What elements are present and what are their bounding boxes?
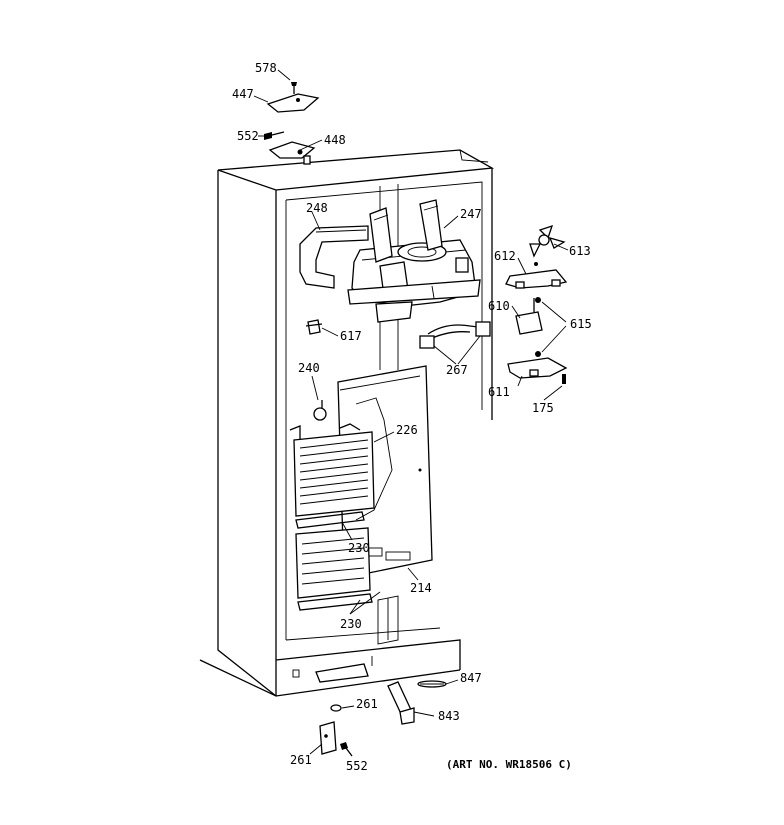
callout-612: 612 (494, 249, 516, 263)
callout-552-bottom: 552 (346, 759, 368, 773)
condenser-fan-assembly (505, 224, 568, 384)
callout-615: 615 (570, 317, 592, 331)
leader-lines (253, 69, 569, 755)
callout-552-top: 552 (237, 129, 259, 143)
callout-843: 843 (438, 709, 460, 723)
art-number: (ART NO. WR18506 C) (446, 758, 572, 771)
callout-617: 617 (340, 329, 362, 343)
callout-448: 448 (324, 133, 346, 147)
callout-610: 610 (488, 299, 510, 313)
fan-shroud-247 (347, 199, 481, 323)
callout-611: 611 (488, 385, 510, 399)
callout-230-lower: 230 (340, 617, 362, 631)
callout-613: 613 (569, 244, 591, 258)
clip-617 (305, 319, 323, 335)
callout-447: 447 (232, 87, 254, 101)
callout-226: 226 (396, 423, 418, 437)
air-duct-248 (299, 225, 369, 289)
callout-261-upper: 261 (356, 697, 378, 711)
defrost-heater-230 (295, 511, 373, 611)
callout-248: 248 (306, 201, 328, 215)
top-hardware (264, 82, 320, 165)
callout-214: 214 (410, 581, 432, 595)
callout-247: 247 (460, 207, 482, 221)
wire-harness-267 (419, 321, 491, 349)
evaporator-coil-226 (289, 423, 375, 599)
callout-267: 267 (446, 363, 468, 377)
callout-578: 578 (255, 61, 277, 75)
sensor-240 (313, 400, 327, 421)
lower-hardware (319, 680, 447, 757)
callout-847: 847 (460, 671, 482, 685)
evaporator-cover-214 (337, 365, 433, 579)
callout-261-lower: 261 (290, 753, 312, 767)
callout-240: 240 (298, 361, 320, 375)
callout-175: 175 (532, 401, 554, 415)
callout-labels: 578 447 552 448 248 247 613 612 610 615 … (232, 61, 592, 773)
cabinet (199, 149, 495, 697)
callout-230-upper: 230 (348, 541, 370, 555)
